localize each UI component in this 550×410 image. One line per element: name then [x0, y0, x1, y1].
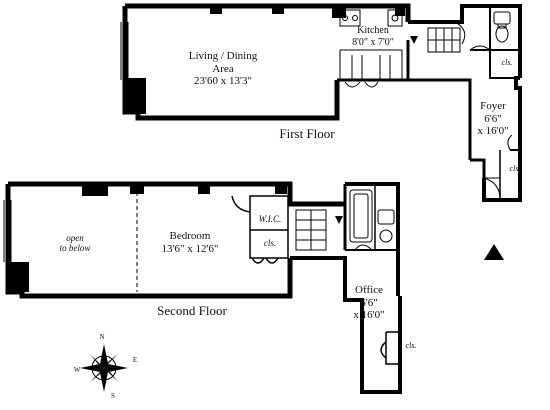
bedroom-label: Bedroom 13'6" x 12'6" — [150, 230, 230, 255]
entry-marker — [484, 244, 504, 260]
kitchen-name: Kitchen — [357, 25, 389, 36]
first-floor-columns — [125, 6, 405, 114]
bedroom-dims: 13'6" x 12'6" — [161, 242, 219, 255]
first-floor-title: First Floor — [279, 126, 335, 141]
compass-w: W — [73, 366, 81, 374]
bedroom-name: Bedroom — [169, 230, 211, 242]
open-to-below-label: open to below — [50, 233, 100, 254]
closet-label-upper: cls. — [501, 58, 513, 67]
second-floor-window — [3, 200, 12, 262]
office-label: Office 6'6" x 16'0" — [342, 284, 396, 322]
foyer-dim-2: x 16'0" — [477, 125, 509, 138]
office-name: Office — [355, 284, 383, 296]
first-floor-bathroom — [469, 11, 511, 51]
compass-s: S — [111, 392, 115, 400]
living-name-2: Area — [212, 62, 234, 75]
first-floor-walls — [122, 3, 522, 202]
wic-outline — [231, 195, 289, 264]
living-dining-label: Living / Dining Area 23'60 x 13'3" — [178, 50, 268, 88]
compass-rose — [80, 344, 128, 392]
office-dim-1: 6'6" — [360, 296, 378, 309]
office-closet — [380, 331, 400, 365]
kitchen-label: Kitchen 8'0" x 7'0" — [342, 25, 404, 48]
living-dims: 23'60 x 13'3" — [194, 75, 252, 88]
kitchen-dims: 8'0" x 7'0" — [352, 36, 394, 48]
open-line-1: open — [66, 233, 84, 243]
foyer-dim-1: 6'6" — [484, 112, 502, 125]
foyer-name: Foyer — [480, 100, 506, 112]
closet-label-lower: cls. — [509, 164, 521, 173]
open-line-2: to below — [59, 243, 91, 254]
compass-n: N — [99, 333, 105, 341]
foyer-doors — [483, 134, 513, 197]
living-name: Living / Dining — [188, 50, 258, 62]
stair-arrows — [335, 36, 418, 224]
second-floor-bathroom — [349, 189, 395, 251]
wic-closet-label: cls. — [263, 238, 277, 248]
kitchen-fixtures — [339, 9, 403, 88]
second-floor-title: Second Floor — [157, 303, 227, 318]
second-floor-stair — [295, 209, 327, 251]
first-floor-stair — [427, 21, 466, 53]
office-closet-label: cls. — [405, 341, 417, 350]
living-window — [120, 22, 129, 80]
compass-e: E — [132, 356, 138, 364]
foyer-label: Foyer 6'6" x 16'0" — [468, 100, 518, 138]
wic-label: W.I.C. — [258, 214, 282, 224]
office-dim-2: x 16'0" — [353, 309, 385, 322]
second-floor-columns — [8, 184, 287, 292]
